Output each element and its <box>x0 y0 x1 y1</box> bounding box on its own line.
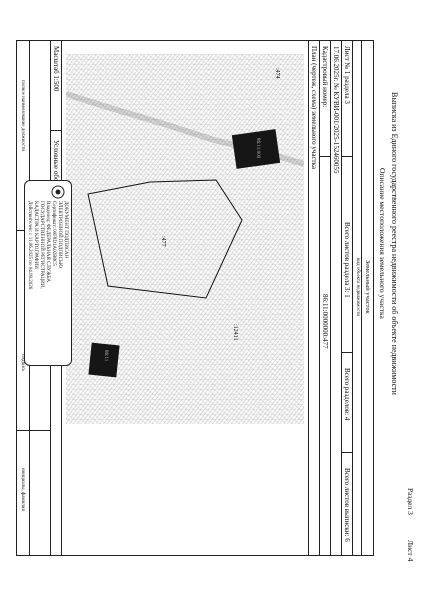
plan-caption: План (чертеж, схема) земельного участка <box>310 46 318 170</box>
col-line <box>51 130 62 131</box>
initials-caption: инициалы, фамилия <box>20 468 25 511</box>
col-line <box>16 430 51 431</box>
total-sheets-cell: Всего листов выписки: 6 <box>343 468 351 542</box>
total-sheets-section-cell: Всего листов раздела 3: 1 <box>343 222 351 298</box>
neighbor-number-label: :474 <box>274 68 280 79</box>
col-line <box>342 352 353 353</box>
object-type: Земельный участок <box>364 260 371 314</box>
e-signature-stamp: ДОКУМЕНТ ПОДПИСАН ЭЛЕКТРОННОЙ ПОДПИСЬЮ С… <box>24 180 72 366</box>
col-line <box>320 156 331 157</box>
col-line <box>342 156 353 157</box>
date-ref-cell: 17.06.2025г. № КУВИ-001/2025-152460055 <box>332 46 340 174</box>
row-line <box>361 40 362 556</box>
stamp-line-5: ГОСУДАРСТВЕННОЙ РЕГИСТРАЦИИ, <box>39 201 44 289</box>
cadastral-map: 86:11:000 86:11 :477 :474 :12411 <box>66 54 304 424</box>
map-scale: Масштаб 1:500 <box>52 46 60 92</box>
stamp-line-2: ЭЛЕКТРОННОЙ ПОДПИСЬЮ <box>57 201 62 268</box>
parcel-number-label: :477 <box>160 236 166 247</box>
row-line <box>330 40 331 556</box>
section-number: Раздел 3 <box>406 488 415 515</box>
position-caption: полное наименование должности <box>20 80 25 152</box>
building-a-label: 86:11:000 <box>255 138 260 159</box>
row-line <box>352 40 353 556</box>
stamp-line-7: Действителен: с 11.06.2025 по 04.09.2026 <box>27 201 32 290</box>
document-title: Выписка из Единого государственного реес… <box>390 92 399 395</box>
stamp-line-1: ДОКУМЕНТ ПОДПИСАН <box>63 201 68 259</box>
stamp-line-6: КАДАСТРА И КАРТОГРАФИИ <box>33 201 38 269</box>
sheet-number: Лист 4 <box>406 540 415 562</box>
cadastral-label: Кадастровый номер: <box>321 46 329 108</box>
building-b-label: 86:11 <box>103 350 108 362</box>
sheet-no-cell: Лист № 1 раздела 3 <box>343 46 351 104</box>
emblem-icon <box>51 185 65 199</box>
adjacent-number-label: :12411 <box>232 324 238 341</box>
stamp-line-3: Сертификат: 00F8D1A02B8C5 <box>51 201 56 266</box>
row-line <box>308 40 309 556</box>
cadastral-value: 86:11:0000000:477 <box>321 294 329 349</box>
object-kind-caption: вид объекта недвижимости <box>355 258 360 317</box>
col-line <box>342 452 353 453</box>
row-line <box>319 40 320 556</box>
parcel-boundary <box>87 179 243 299</box>
document-subtitle: Описание местоположения земельного участ… <box>378 168 387 319</box>
total-sections-cell: Всего разделов: 4 <box>343 368 351 421</box>
row-line <box>341 40 342 556</box>
stamp-line-4: Владелец: ФЕДЕРАЛЬНАЯ СЛУЖБА <box>45 201 50 283</box>
